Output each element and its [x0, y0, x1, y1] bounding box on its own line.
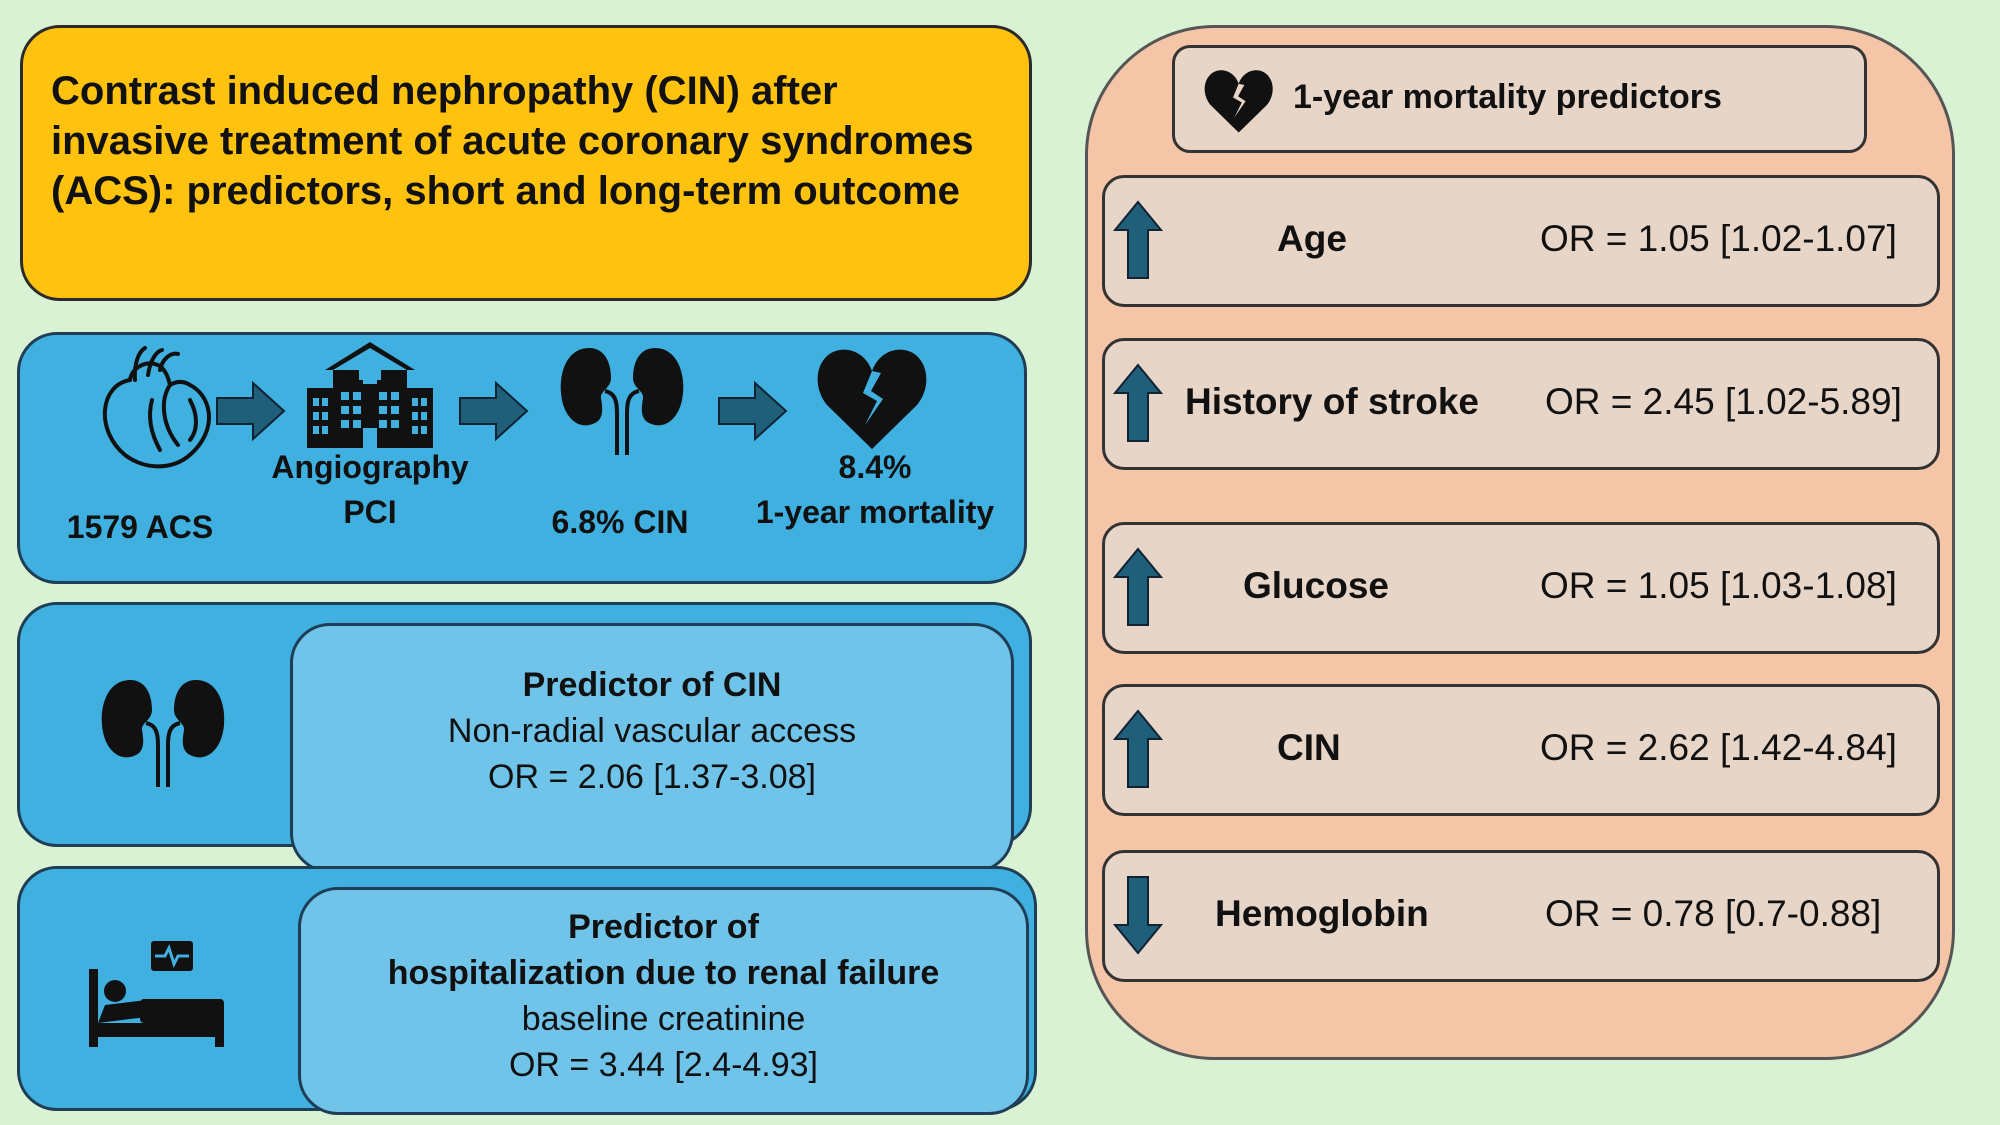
flow-step-2: Angiography PCI [260, 445, 480, 535]
right-arrow-icon [718, 380, 788, 442]
predictor-hospitalization-line2: OR = 3.44 [2.4-4.93] [508, 1046, 819, 1084]
predictor-hospitalization-heading-1: Predictor of [568, 908, 759, 946]
kidneys-icon [560, 348, 684, 455]
predictor-hospitalization-panel: Predictor of hospitalization due to rena… [17, 866, 1037, 1115]
flow-step-4-line1: 8.4% [838, 449, 912, 485]
mortality-row-glucose: Glucose OR = 1.05 [1.03-1.08] [1102, 522, 1940, 654]
broken-heart-icon [817, 349, 927, 449]
row-odds-ratio: OR = 0.78 [0.7-0.88] [1545, 893, 1882, 934]
up-arrow-icon [1113, 547, 1163, 626]
row-odds-ratio: OR = 1.05 [1.03-1.08] [1540, 565, 1897, 606]
mortality-row-history-of-stroke: History of stroke OR = 2.45 [1.02-5.89] [1102, 338, 1940, 470]
row-name: Age [1277, 218, 1347, 259]
mortality-row-hemoglobin: Hemoglobin OR = 0.78 [0.7-0.88] [1102, 850, 1940, 982]
mortality-row-age: Age OR = 1.05 [1.02-1.07] [1102, 175, 1940, 307]
broken-heart-icon [1204, 70, 1273, 133]
down-arrow-icon [1113, 876, 1163, 955]
page-title: Contrast induced nephropathy (CIN) after… [51, 69, 974, 213]
row-name: Glucose [1243, 565, 1389, 606]
up-arrow-icon [1113, 709, 1163, 788]
predictor-hospitalization-card: Predictor of hospitalization due to rena… [298, 887, 1029, 1115]
flow-step-3-line1 [520, 455, 720, 500]
row-odds-ratio: OR = 1.05 [1.02-1.07] [1540, 218, 1897, 259]
flow-step-4: 8.4% 1-year mortality [725, 445, 1025, 535]
up-arrow-icon [1113, 363, 1163, 442]
flow-step-3-line2: 6.8% CIN [551, 504, 689, 540]
predictor-cin-heading: Predictor of CIN [522, 666, 782, 704]
right-arrow-icon [216, 380, 286, 442]
row-odds-ratio: OR = 2.45 [1.02-5.89] [1545, 381, 1902, 422]
row-name: Hemoglobin [1215, 893, 1429, 934]
predictor-cin-line1: Non-radial vascular access [447, 712, 857, 750]
hospital-icon [307, 342, 433, 448]
flow-panel: 1579 ACS Angiography PCI 6.8% CIN 8.4% 1… [17, 332, 1027, 584]
kidneys-icon [101, 680, 225, 787]
up-arrow-icon [1113, 200, 1163, 279]
predictor-cin-line2: OR = 2.06 [1.37-3.08] [488, 758, 816, 796]
row-odds-ratio: OR = 2.62 [1.42-4.84] [1540, 727, 1897, 768]
flow-step-4-line2: 1-year mortality [755, 494, 995, 530]
mortality-header-title: 1-year mortality predictors [1293, 78, 1722, 116]
flow-step-1-line2: 1579 ACS [66, 509, 214, 545]
predictor-hospitalization-heading-2: hospitalization due to renal failure [387, 954, 940, 992]
flow-step-1-line1 [40, 460, 240, 505]
mortality-row-cin: CIN OR = 2.62 [1.42-4.84] [1102, 684, 1940, 816]
predictor-cin-panel: Predictor of CIN Non-radial vascular acc… [17, 602, 1032, 873]
hospital-bed-icon [89, 941, 224, 1047]
flow-step-2-line2: PCI [343, 494, 397, 530]
predictor-hospitalization-line1: baseline creatinine [521, 1000, 806, 1038]
heart-anatomical-icon [102, 346, 211, 469]
row-name: CIN [1277, 727, 1341, 768]
flow-step-1: 1579 ACS [40, 460, 240, 550]
title-box: Contrast induced nephropathy (CIN) after… [20, 25, 1032, 301]
right-arrow-icon [459, 380, 529, 442]
predictor-cin-card: Predictor of CIN Non-radial vascular acc… [290, 623, 1014, 873]
row-name: History of stroke [1185, 381, 1480, 422]
mortality-header: 1-year mortality predictors [1172, 45, 1867, 153]
flow-step-3: 6.8% CIN [520, 455, 720, 545]
flow-step-2-line1: Angiography [271, 449, 469, 485]
